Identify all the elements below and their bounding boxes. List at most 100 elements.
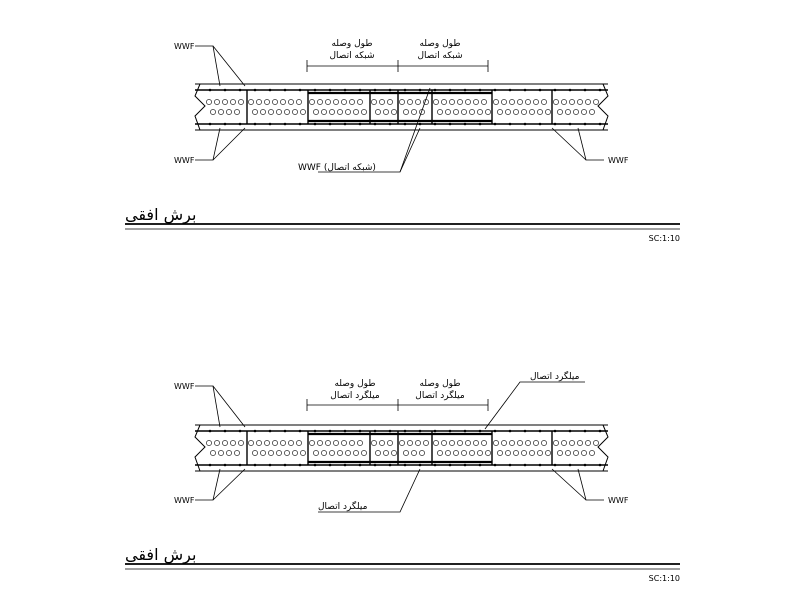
void-circle	[433, 440, 439, 446]
void-circle	[234, 450, 240, 456]
void-circle	[521, 450, 527, 456]
void-circle	[210, 450, 216, 456]
void-circle	[461, 109, 467, 115]
void-circle	[309, 99, 315, 105]
void-circle	[529, 109, 535, 115]
rebar-dot	[253, 429, 257, 433]
rebar-dot	[418, 122, 422, 126]
void-circle	[210, 109, 216, 115]
void-circle	[457, 99, 463, 105]
section-bottom: طول وصله میلگرد اتصال طول وصله میلگرد ات…	[125, 370, 680, 583]
rebar-dot	[343, 88, 347, 92]
slab-top	[194, 83, 609, 131]
rebar-dot	[238, 122, 242, 126]
rebar-dot	[208, 429, 212, 433]
rebar-dot	[268, 429, 272, 433]
wwf-label-bottom-right: WWF	[608, 496, 629, 505]
void-circle	[337, 450, 343, 456]
rebar-dot	[373, 463, 377, 467]
void-circle	[248, 99, 254, 105]
title-underline-bottom	[125, 563, 680, 570]
void-circle	[206, 440, 212, 446]
rebar-dot	[223, 122, 227, 126]
void-circle	[517, 440, 523, 446]
rebar-dot	[508, 122, 512, 126]
void-circle	[357, 99, 363, 105]
void-circle	[321, 450, 327, 456]
rebar-dot	[388, 429, 392, 433]
rebar-dot	[448, 122, 452, 126]
rebar-dot	[313, 463, 317, 467]
void-circle	[252, 450, 258, 456]
rebar-dot	[328, 122, 332, 126]
void-circle	[411, 450, 417, 456]
void-circle	[252, 109, 258, 115]
rebar-dot	[508, 429, 512, 433]
void-circle	[537, 109, 543, 115]
rebar-dot	[313, 429, 317, 433]
void-circle	[222, 99, 228, 105]
void-circle	[403, 109, 409, 115]
void-circle	[569, 440, 575, 446]
splice-right-line2: شبکه اتصال	[417, 51, 462, 61]
void-circle	[545, 450, 551, 456]
rebar-dot	[358, 429, 362, 433]
splice-right-line1-b: طول وصله	[419, 379, 460, 389]
void-circles-top	[206, 99, 599, 115]
rebar-dot	[283, 88, 287, 92]
rebar-dot	[403, 122, 407, 126]
void-circle	[593, 99, 599, 105]
void-circle	[445, 109, 451, 115]
rebar-dot	[403, 88, 407, 92]
void-circle	[589, 450, 595, 456]
void-circle	[513, 109, 519, 115]
rebar-dot	[538, 88, 542, 92]
void-circle	[437, 109, 443, 115]
void-circle	[284, 109, 290, 115]
rebar-dot	[463, 122, 467, 126]
void-circle	[545, 109, 551, 115]
void-circle	[391, 450, 397, 456]
rebar-dot	[268, 463, 272, 467]
void-circle	[537, 450, 543, 456]
void-circle	[441, 440, 447, 446]
void-circle	[469, 109, 475, 115]
void-circle	[581, 450, 587, 456]
rebar-dot	[238, 429, 242, 433]
void-circle	[453, 109, 459, 115]
void-circle	[226, 450, 232, 456]
void-circle	[525, 440, 531, 446]
rebar-dot	[493, 88, 497, 92]
void-circle	[375, 109, 381, 115]
void-circle	[473, 99, 479, 105]
void-circle	[501, 440, 507, 446]
void-circle	[309, 440, 315, 446]
rebar-dot	[343, 463, 347, 467]
void-circle	[218, 109, 224, 115]
splice-left-line2-b: میلگرد اتصال	[330, 389, 380, 401]
rebar-dot	[433, 88, 437, 92]
wwf-label-top-left-2: WWF	[174, 156, 195, 165]
void-circle	[292, 109, 298, 115]
void-circle	[477, 450, 483, 456]
rebar-dot	[538, 122, 542, 126]
rebar-dot	[388, 122, 392, 126]
void-circle	[329, 109, 335, 115]
rebar-dot	[283, 463, 287, 467]
void-circle	[288, 99, 294, 105]
void-circle	[230, 440, 236, 446]
void-circle	[585, 99, 591, 105]
rebar-dot	[343, 429, 347, 433]
void-circle	[485, 109, 491, 115]
void-circle	[230, 99, 236, 105]
void-circle	[256, 99, 262, 105]
void-circle	[423, 440, 429, 446]
rebar-dot	[523, 88, 527, 92]
void-circle	[222, 440, 228, 446]
void-circle	[573, 109, 579, 115]
void-circle	[264, 99, 270, 105]
void-circle	[313, 450, 319, 456]
rebar-dot	[313, 122, 317, 126]
rebar-dots-top	[208, 88, 602, 126]
void-circle	[284, 450, 290, 456]
